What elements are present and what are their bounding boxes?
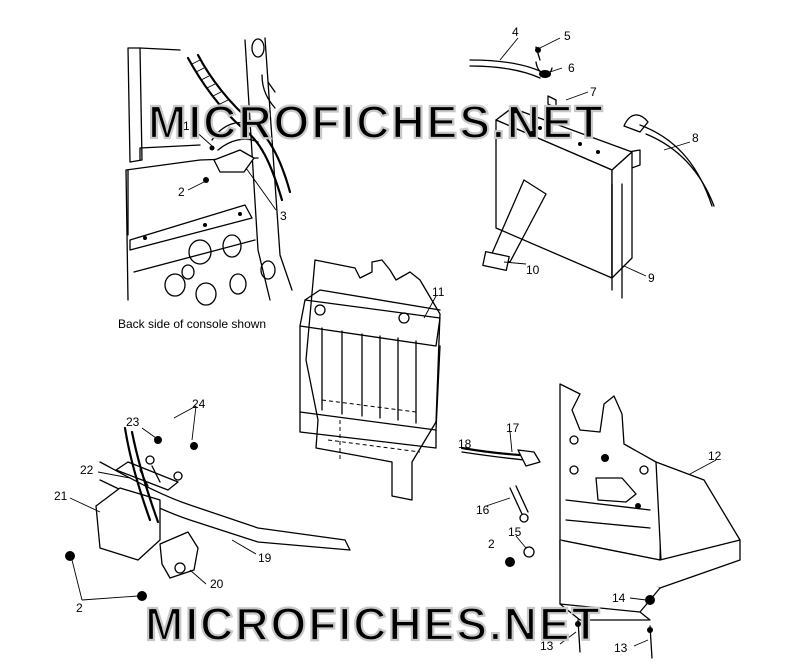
callout-4: 4	[512, 25, 519, 39]
callout-24: 24	[192, 397, 206, 411]
callout-12: 12	[708, 449, 722, 463]
battery-box	[299, 259, 441, 501]
console-back-assembly	[125, 37, 293, 306]
callout-7: 7	[590, 85, 597, 99]
fuse-harness-assembly	[65, 426, 351, 601]
callout-17: 17	[506, 421, 520, 435]
callout-23: 23	[126, 415, 140, 429]
leader-lines	[69, 37, 717, 647]
callout-2: 2	[76, 601, 83, 615]
callout-6: 6	[568, 61, 575, 75]
watermark-bottom: MICROFICHES.NET	[145, 598, 602, 650]
callout-10: 10	[526, 263, 540, 277]
callout-labels: 1 2 3 4 5 6 7 8 9 10 11 12 13 13 14 15 1…	[54, 25, 722, 655]
callout-5: 5	[564, 29, 571, 43]
callout-18: 18	[458, 437, 472, 451]
callout-8: 8	[692, 131, 699, 145]
watermark-top: MICROFICHES.NET	[148, 96, 605, 148]
battery-assembly	[469, 46, 715, 299]
diagram-caption: Back side of console shown	[118, 317, 266, 331]
callout-21: 21	[54, 489, 68, 503]
callout-2: 2	[178, 185, 185, 199]
callout-14: 14	[612, 591, 626, 605]
callout-13: 13	[540, 639, 554, 653]
callout-13: 13	[614, 641, 628, 655]
callout-22: 22	[80, 463, 94, 477]
callout-2: 2	[488, 537, 495, 551]
callout-15: 15	[508, 525, 522, 539]
callout-3: 3	[280, 209, 287, 223]
callout-1: 1	[183, 119, 190, 133]
mounting-bracket-assembly	[460, 383, 741, 659]
callout-16: 16	[476, 503, 490, 517]
callout-11: 11	[432, 285, 445, 299]
callout-9: 9	[648, 271, 655, 285]
callout-20: 20	[210, 577, 224, 591]
callout-19: 19	[258, 551, 272, 565]
